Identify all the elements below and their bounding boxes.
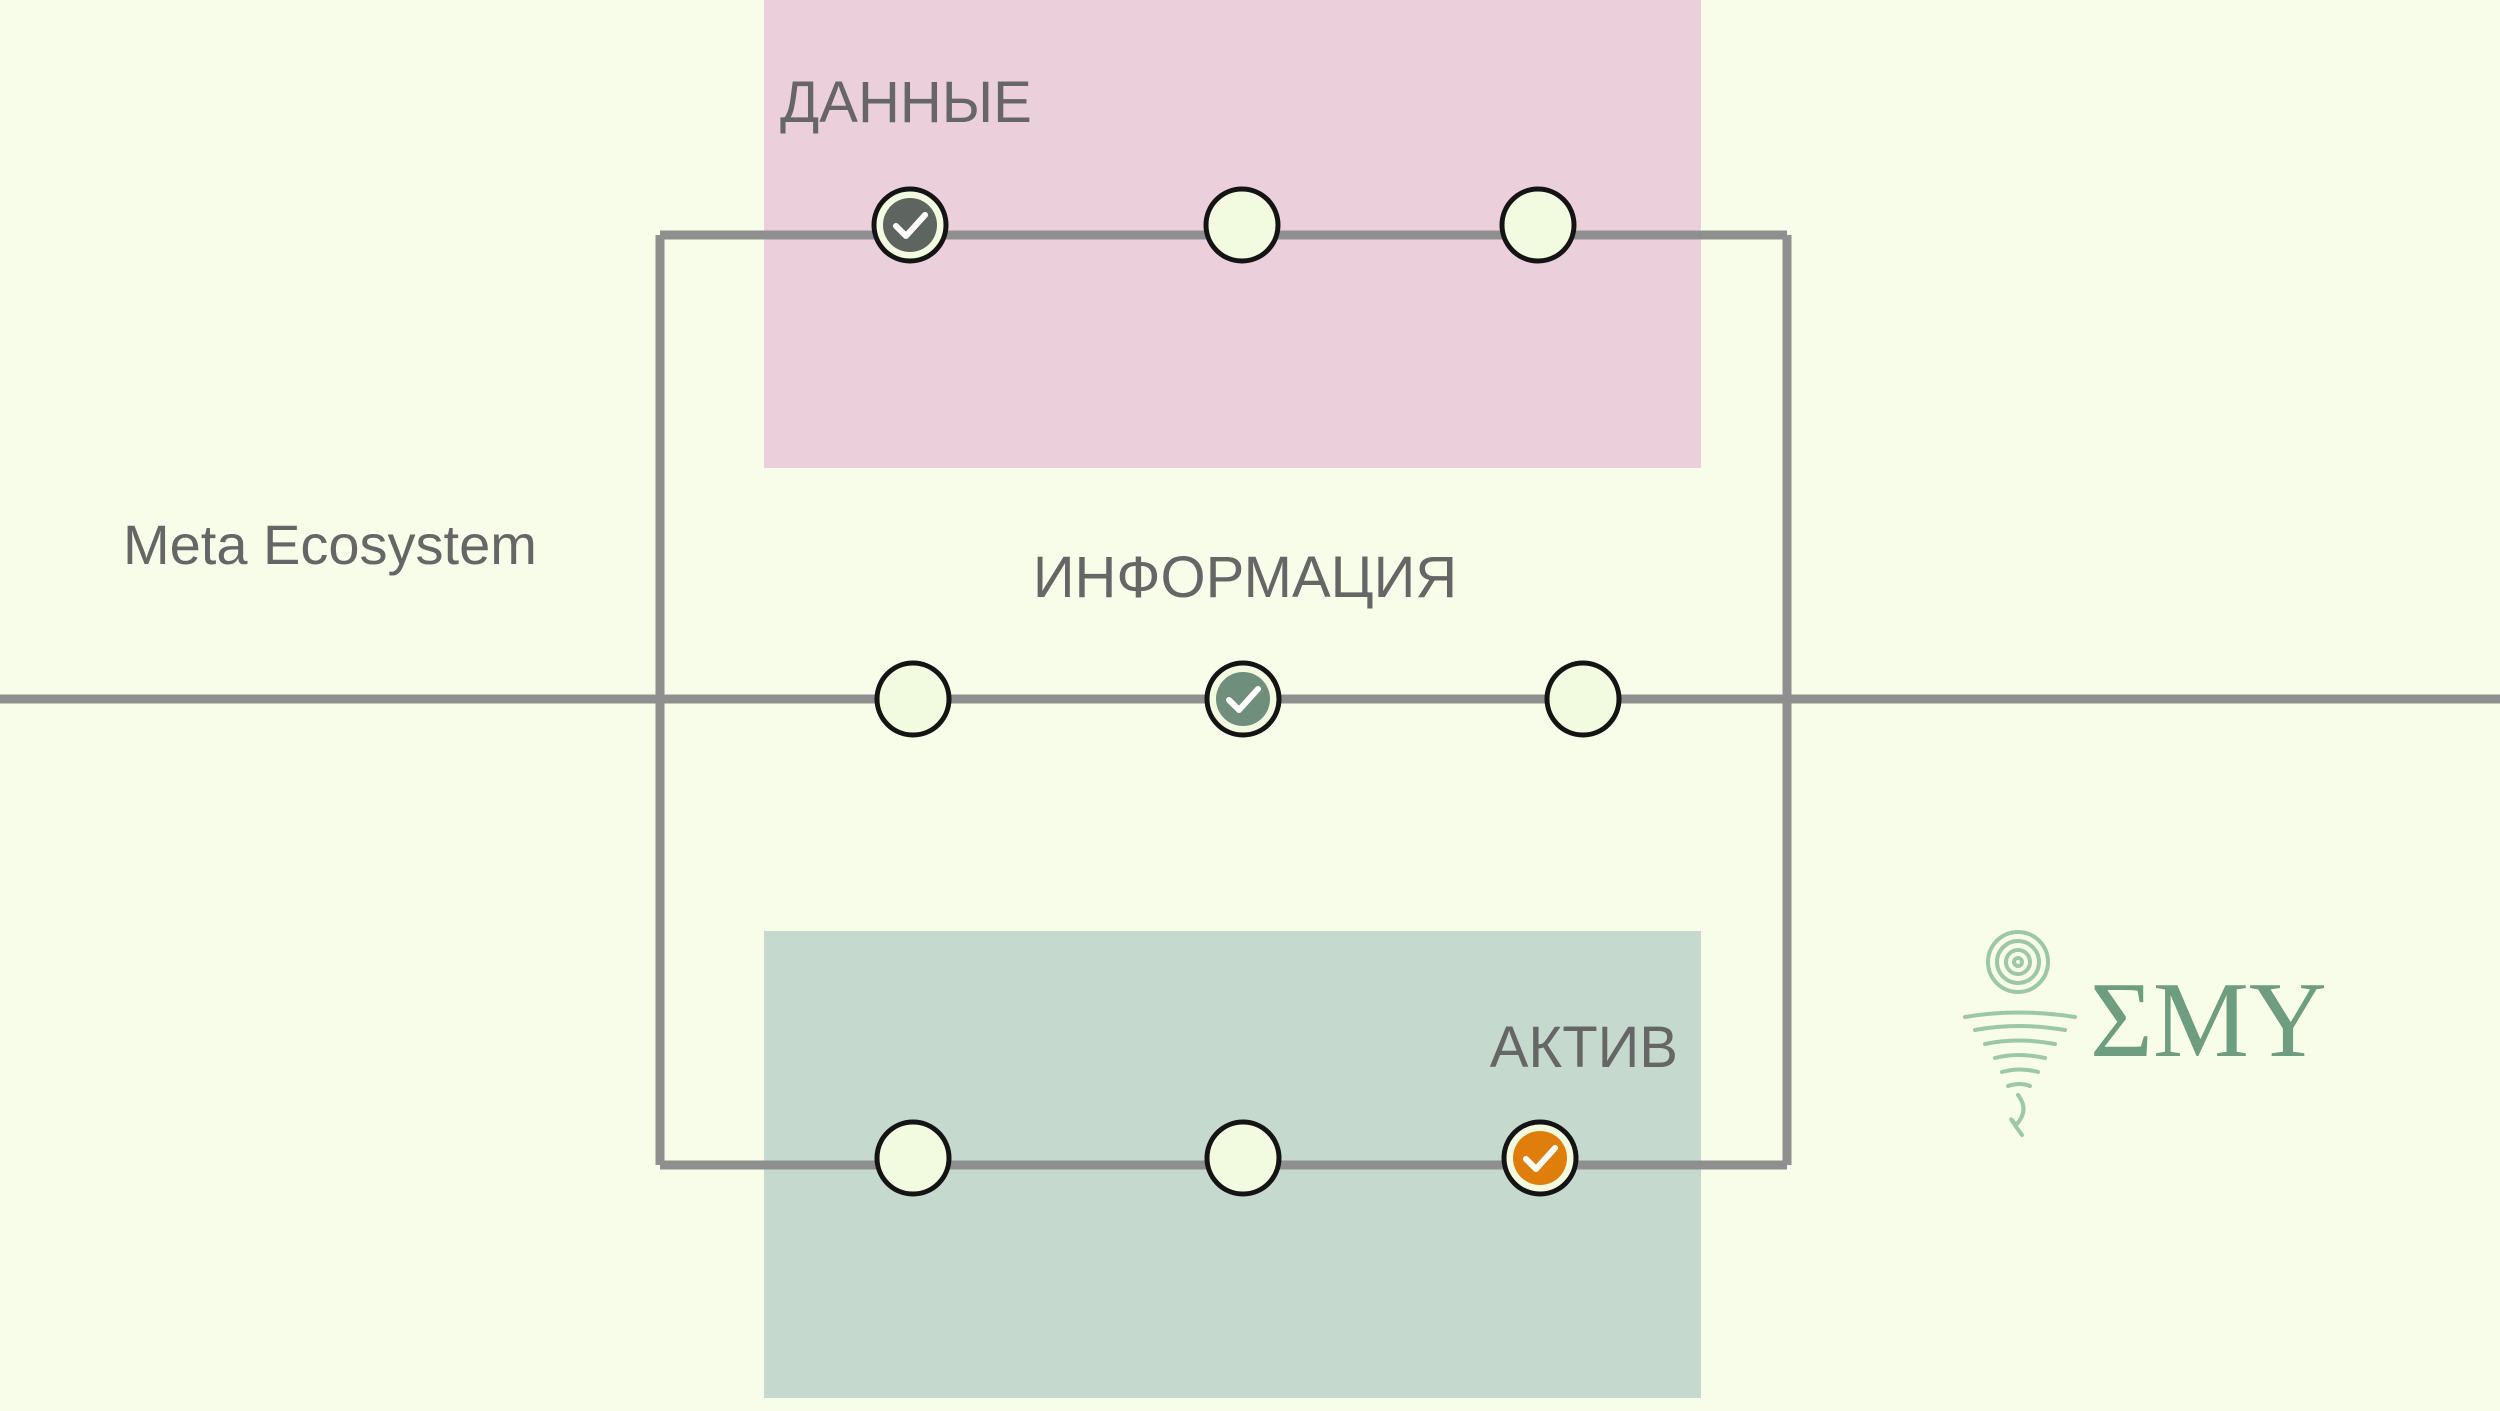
checkmark-icon — [893, 212, 928, 239]
spiral-tornado-icon — [1963, 930, 2077, 1137]
node-circle — [1544, 660, 1622, 738]
side-label: Meta Ecosystem — [123, 513, 537, 576]
node-data-2 — [1203, 186, 1281, 264]
node-asset-3 — [1501, 1119, 1579, 1197]
logo-text: ΣMY — [2090, 961, 2327, 1080]
lane-label-asset: АКТИВ — [1490, 1015, 1678, 1080]
lane-label-data: ДАННЫЕ — [780, 70, 1032, 135]
checkmark-icon — [1523, 1145, 1558, 1172]
lane-nodes-data — [871, 186, 1577, 264]
node-asset-1 — [874, 1119, 952, 1197]
check-badge — [1513, 1131, 1567, 1185]
node-data-3 — [1499, 186, 1577, 264]
logo: ΣMY — [1963, 930, 2327, 1137]
node-circle — [1204, 1119, 1282, 1197]
lane-nodes-information — [874, 660, 1622, 738]
node-circle — [1499, 186, 1577, 264]
lane-label-information: ИНФОРМАЦИЯ — [1033, 545, 1457, 610]
check-badge — [883, 198, 937, 252]
node-information-2 — [1204, 660, 1282, 738]
lane-nodes-asset — [874, 1119, 1579, 1197]
check-badge — [1216, 672, 1270, 726]
node-data-1 — [871, 186, 949, 264]
node-information-3 — [1544, 660, 1622, 738]
checkmark-icon — [1226, 686, 1261, 713]
node-circle — [874, 660, 952, 738]
node-circle — [1203, 186, 1281, 264]
node-information-1 — [874, 660, 952, 738]
node-asset-2 — [1204, 1119, 1282, 1197]
node-circle — [874, 1119, 952, 1197]
